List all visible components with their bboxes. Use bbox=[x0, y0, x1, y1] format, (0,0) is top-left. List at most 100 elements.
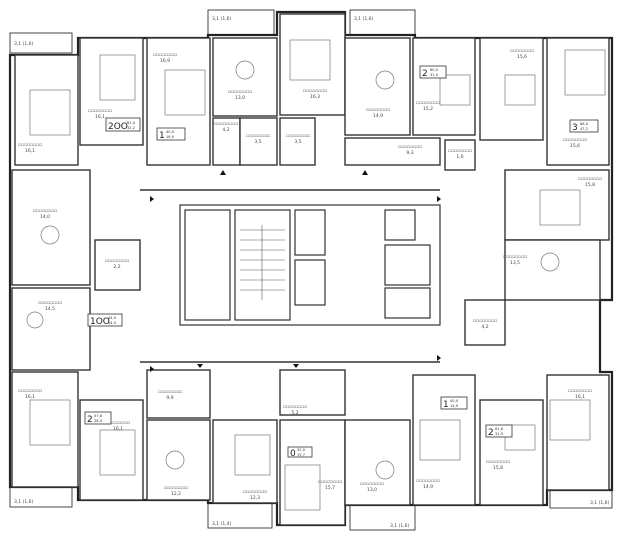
room-name: ▫▫▫▫▫▫▫▫ bbox=[568, 389, 592, 394]
arrow-icon bbox=[150, 196, 154, 202]
stair-steps bbox=[240, 225, 285, 300]
svg-text:31,9: 31,9 bbox=[495, 432, 504, 436]
room-bedroom bbox=[546, 374, 610, 491]
room-name: ▫▫▫▫▫▫▫▫ bbox=[18, 389, 42, 394]
room-area: 16,1 bbox=[25, 148, 35, 154]
room-name: ▫▫▫▫▫▫▫▫ bbox=[105, 259, 129, 264]
room-name: ▫▫▫▫▫▫▫▫ bbox=[18, 143, 42, 148]
arrow-icon bbox=[437, 196, 441, 202]
building-core bbox=[179, 204, 441, 326]
lobby bbox=[184, 209, 231, 321]
room-name: ▫▫▫▫▫▫▫▫ bbox=[283, 405, 307, 410]
svg-text:32,0: 32,0 bbox=[297, 448, 306, 452]
entrance-arrows bbox=[150, 170, 441, 372]
room-name: ▫▫▫▫▫▫▫▫ bbox=[228, 90, 252, 95]
room-area: 16,1 bbox=[575, 394, 585, 400]
svg-text:1ОО: 1ОО bbox=[90, 317, 110, 327]
room-name: ▫▫▫▫▫▫▫▫ bbox=[106, 421, 130, 426]
room-living bbox=[546, 37, 610, 166]
room-area: 14,5 bbox=[45, 306, 55, 312]
svg-text:60,0: 60,0 bbox=[430, 68, 439, 72]
room-area: 15,8 bbox=[493, 465, 503, 471]
room-area: 16,1 bbox=[113, 426, 123, 432]
svg-text:40,0: 40,0 bbox=[450, 399, 459, 403]
svg-text:47,2: 47,2 bbox=[580, 127, 588, 131]
room-bathroom bbox=[94, 239, 141, 291]
room-living bbox=[412, 37, 476, 136]
balcony-label: 3,1 (1,6) bbox=[212, 16, 231, 22]
room-area: 14,9 bbox=[423, 484, 433, 490]
room-area: 15,7 bbox=[325, 485, 335, 491]
room-bedroom bbox=[14, 54, 79, 166]
utility-room bbox=[384, 209, 416, 241]
room-wc bbox=[444, 139, 476, 171]
svg-text:0: 0 bbox=[290, 449, 296, 459]
room-bathroom bbox=[239, 117, 278, 166]
room-area: 3,5 bbox=[294, 139, 301, 145]
svg-text:28,4: 28,4 bbox=[94, 419, 103, 423]
svg-text:62,0: 62,0 bbox=[127, 121, 136, 125]
room-name: ▫▫▫▫▫▫▫▫ bbox=[164, 486, 188, 491]
room-name: ▫▫▫▫▫▫▫▫ bbox=[318, 480, 342, 485]
svg-text:61,6: 61,6 bbox=[495, 427, 504, 431]
arrow-icon bbox=[150, 366, 154, 372]
balcony-label: 3,1 (1,6) bbox=[354, 16, 373, 22]
room-area: 16,9 bbox=[160, 58, 170, 64]
arrow-icon bbox=[197, 364, 203, 368]
room-name: ▫▫▫▫▫▫▫▫ bbox=[473, 319, 497, 324]
room-area: 14,0 bbox=[40, 214, 50, 220]
room-bedroom bbox=[11, 371, 79, 488]
room-area: 4,2 bbox=[481, 324, 488, 330]
room-area: 16,3 bbox=[310, 94, 320, 100]
room-kitchen bbox=[11, 169, 91, 286]
room-area: 15,2 bbox=[423, 106, 433, 112]
room-area: 14,9 bbox=[373, 113, 383, 119]
balcony-label: 3,1 (1,4) bbox=[212, 521, 231, 527]
room-name: ▫▫▫▫▫▫▫▫ bbox=[158, 390, 182, 395]
rooms bbox=[11, 13, 610, 526]
svg-text:3: 3 bbox=[572, 123, 578, 133]
room-name: ▫▫▫▫▫▫▫▫ bbox=[503, 255, 527, 260]
elevator bbox=[294, 209, 326, 256]
balcony bbox=[207, 502, 273, 529]
room-name: ▫▫▫▫▫▫▫▫ bbox=[153, 53, 177, 58]
svg-text:44,0: 44,0 bbox=[108, 316, 117, 320]
elevator bbox=[384, 244, 431, 286]
room-labels: ▫▫▫▫▫▫▫▫16,1 ▫▫▫▫▫▫▫▫16,1 ▫▫▫▫▫▫▫▫16,9 ▫… bbox=[18, 49, 602, 501]
room-name: ▫▫▫▫▫▫▫▫ bbox=[416, 479, 440, 484]
room-bedroom bbox=[504, 169, 610, 241]
room-kitchen bbox=[146, 419, 211, 501]
room-name: ▫▫▫▫▫▫▫▫ bbox=[578, 177, 602, 182]
elevator bbox=[294, 259, 326, 306]
room-kitchen bbox=[344, 37, 411, 136]
room-area: 16,1 bbox=[95, 114, 105, 120]
room-area: 4,2 bbox=[222, 127, 229, 133]
svg-text:1: 1 bbox=[443, 400, 449, 410]
balcony bbox=[9, 32, 73, 54]
furniture bbox=[26, 39, 606, 511]
room-name: ▫▫▫▫▫▫▫▫ bbox=[366, 108, 390, 113]
room-name: ▫▫▫▫▫▫▫▫ bbox=[398, 145, 422, 150]
room-area: 16,1 bbox=[25, 394, 35, 400]
arrow-icon bbox=[362, 170, 368, 175]
staircase bbox=[234, 209, 291, 321]
room-name: ▫▫▫▫▫▫▫▫ bbox=[246, 134, 270, 139]
room-area: 13,0 bbox=[367, 487, 377, 493]
room-name: ▫▫▫▫▫▫▫▫ bbox=[243, 490, 267, 495]
balcony bbox=[207, 9, 275, 36]
room-bathroom bbox=[279, 117, 316, 166]
room-name: ▫▫▫▫▫▫▫▫ bbox=[486, 460, 510, 465]
room-area: 15,6 bbox=[517, 54, 527, 60]
svg-text:57,6: 57,6 bbox=[94, 414, 103, 418]
room-area: 13,0 bbox=[235, 95, 245, 101]
svg-text:2: 2 bbox=[422, 69, 428, 79]
room-area: 15,6 bbox=[570, 143, 580, 149]
